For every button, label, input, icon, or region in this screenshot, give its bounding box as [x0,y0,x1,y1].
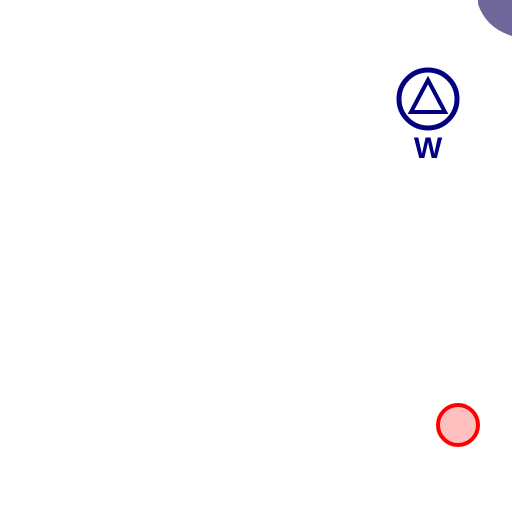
marker-label-w: W [414,132,443,165]
corner-shape [478,0,512,36]
map-marker-w[interactable]: W [396,67,460,165]
filled-circle-icon [436,403,480,447]
map-marker-point[interactable] [436,403,480,447]
triangle-icon [407,75,449,114]
quarter-disc-icon [478,0,512,36]
